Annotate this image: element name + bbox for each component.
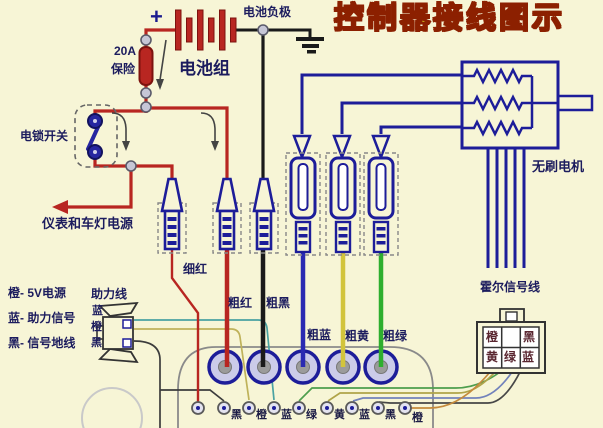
brushless-motor [460, 60, 594, 150]
assist-pin-black: 黑 [91, 337, 102, 349]
small-terminal [191, 401, 205, 415]
thick-black-label: 粗黑 [266, 296, 291, 310]
bullet-connector-thin-red [157, 177, 187, 254]
legend-blue-assist: 蓝- 助力信号 [8, 311, 76, 325]
hall-pin-blue: 蓝 [522, 350, 535, 364]
instrument-power-arrow [52, 200, 68, 214]
thick-yellow-label: 粗黄 [345, 329, 370, 343]
legend-orange-5v: 橙- 5V电源 [8, 286, 67, 300]
thick-wires [224, 246, 384, 367]
legend-black-ground: 黑- 信号地线 [8, 336, 76, 350]
motor-shaft [556, 94, 594, 112]
instrument-power-label: 仪表和车灯电源 [42, 216, 134, 231]
terminal-label-green: 绿 [306, 409, 317, 421]
motor-coil [462, 67, 532, 85]
terminal-label-orange1: 橙 [256, 409, 267, 421]
assist-connector [96, 301, 139, 364]
bullet-connectors [157, 177, 279, 254]
hall-wire-bundle [486, 148, 526, 268]
terminal-label-black2: 黑 [385, 409, 396, 421]
thin-red-wire [170, 247, 200, 403]
small-terminal [292, 401, 306, 415]
fuse-symbol [138, 46, 154, 86]
flow-arrows [111, 39, 216, 142]
battery-pack-label: 电池组 [179, 59, 230, 78]
page-title: 控制器接线图示 [333, 2, 565, 35]
small-terminal [320, 401, 334, 415]
ground-symbol [296, 37, 324, 54]
assist-pin-blue: 蓝 [92, 305, 103, 317]
terminal-label-black1: 黑 [231, 409, 242, 421]
flow-arrowheads [122, 79, 219, 151]
motor-coil [462, 94, 558, 112]
phase-connector-yellow [325, 152, 361, 256]
fuse-label-line1: 20A [114, 44, 137, 58]
phase-leads [300, 73, 462, 134]
terminal-label-yellow: 黄 [334, 409, 345, 421]
small-terminal [371, 401, 385, 415]
small-terminal [242, 401, 256, 415]
lock-switch [74, 104, 118, 168]
thin-red-label: 细红 [183, 262, 208, 276]
hall-signal-label: 霍尔信号线 [480, 280, 541, 294]
bullet-connector-thick-red [212, 177, 242, 254]
hall-pin-orange: 橙 [486, 330, 499, 344]
phase-connectors [285, 152, 399, 256]
motor-coil [462, 119, 532, 137]
battery-plus-sign: + [150, 4, 163, 29]
small-terminals [191, 401, 412, 415]
bullet-connector-thick-black [249, 177, 279, 254]
motor-label: 无刷电机 [532, 159, 585, 174]
fuse-label-line2: 保险 [111, 62, 136, 76]
hall-pin-green: 绿 [504, 350, 517, 364]
terminal-label-orange2: 橙 [412, 412, 423, 424]
hall-connector [476, 308, 546, 374]
phase-arrowheads [292, 134, 391, 161]
terminal-label-blue2: 蓝 [359, 409, 370, 421]
thick-green-label: 粗绿 [383, 329, 408, 343]
hall-signal-wires [298, 371, 521, 409]
junction-dots [125, 24, 269, 172]
small-terminal [267, 401, 281, 415]
phase-connector-green [363, 152, 399, 256]
thick-blue-label: 粗蓝 [307, 328, 332, 342]
battery-negative-label: 电池负极 [243, 5, 292, 19]
battery-pack-symbol [175, 9, 237, 51]
watermark-circle [81, 387, 143, 428]
assist-pin-orange: 橙 [91, 321, 102, 333]
phase-connector-blue [285, 152, 321, 256]
terminal-label-blue1: 蓝 [281, 409, 292, 421]
hall-pin-black: 黑 [523, 330, 536, 344]
small-terminal [345, 401, 359, 415]
assist-line-label: 助力线 [91, 287, 128, 301]
small-terminal [398, 401, 412, 415]
hall-pin-yellow: 黄 [486, 350, 499, 364]
small-terminal [217, 401, 231, 415]
lock-switch-label: 电锁开关 [20, 129, 69, 143]
thick-red-label: 粗红 [228, 296, 253, 310]
